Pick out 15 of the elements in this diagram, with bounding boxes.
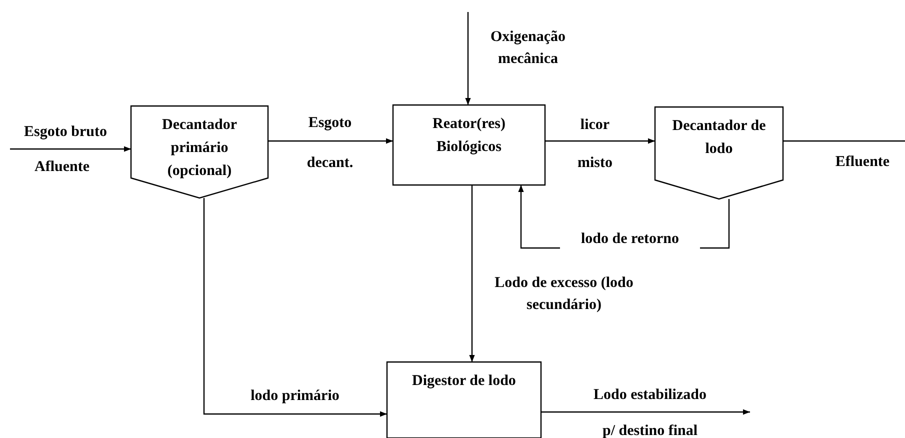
node-label: Decantador de lodo [671,117,767,159]
node-label: Reator(res) Biológicos [431,115,506,157]
flow-label: misto [576,154,614,173]
flow-label: Afluente [34,158,90,177]
arrow [10,146,131,152]
arrow [469,185,475,362]
node-label: Digestor de lodo [411,372,517,391]
arrow [268,138,393,144]
arrow [541,409,750,415]
flow-label: decant. [306,154,354,173]
arrow [545,138,655,144]
flow-label: p/ destino final [601,422,699,438]
arrow [465,12,471,105]
arrow [203,198,387,417]
node-label: Decantador primário (opcional) [161,116,238,181]
